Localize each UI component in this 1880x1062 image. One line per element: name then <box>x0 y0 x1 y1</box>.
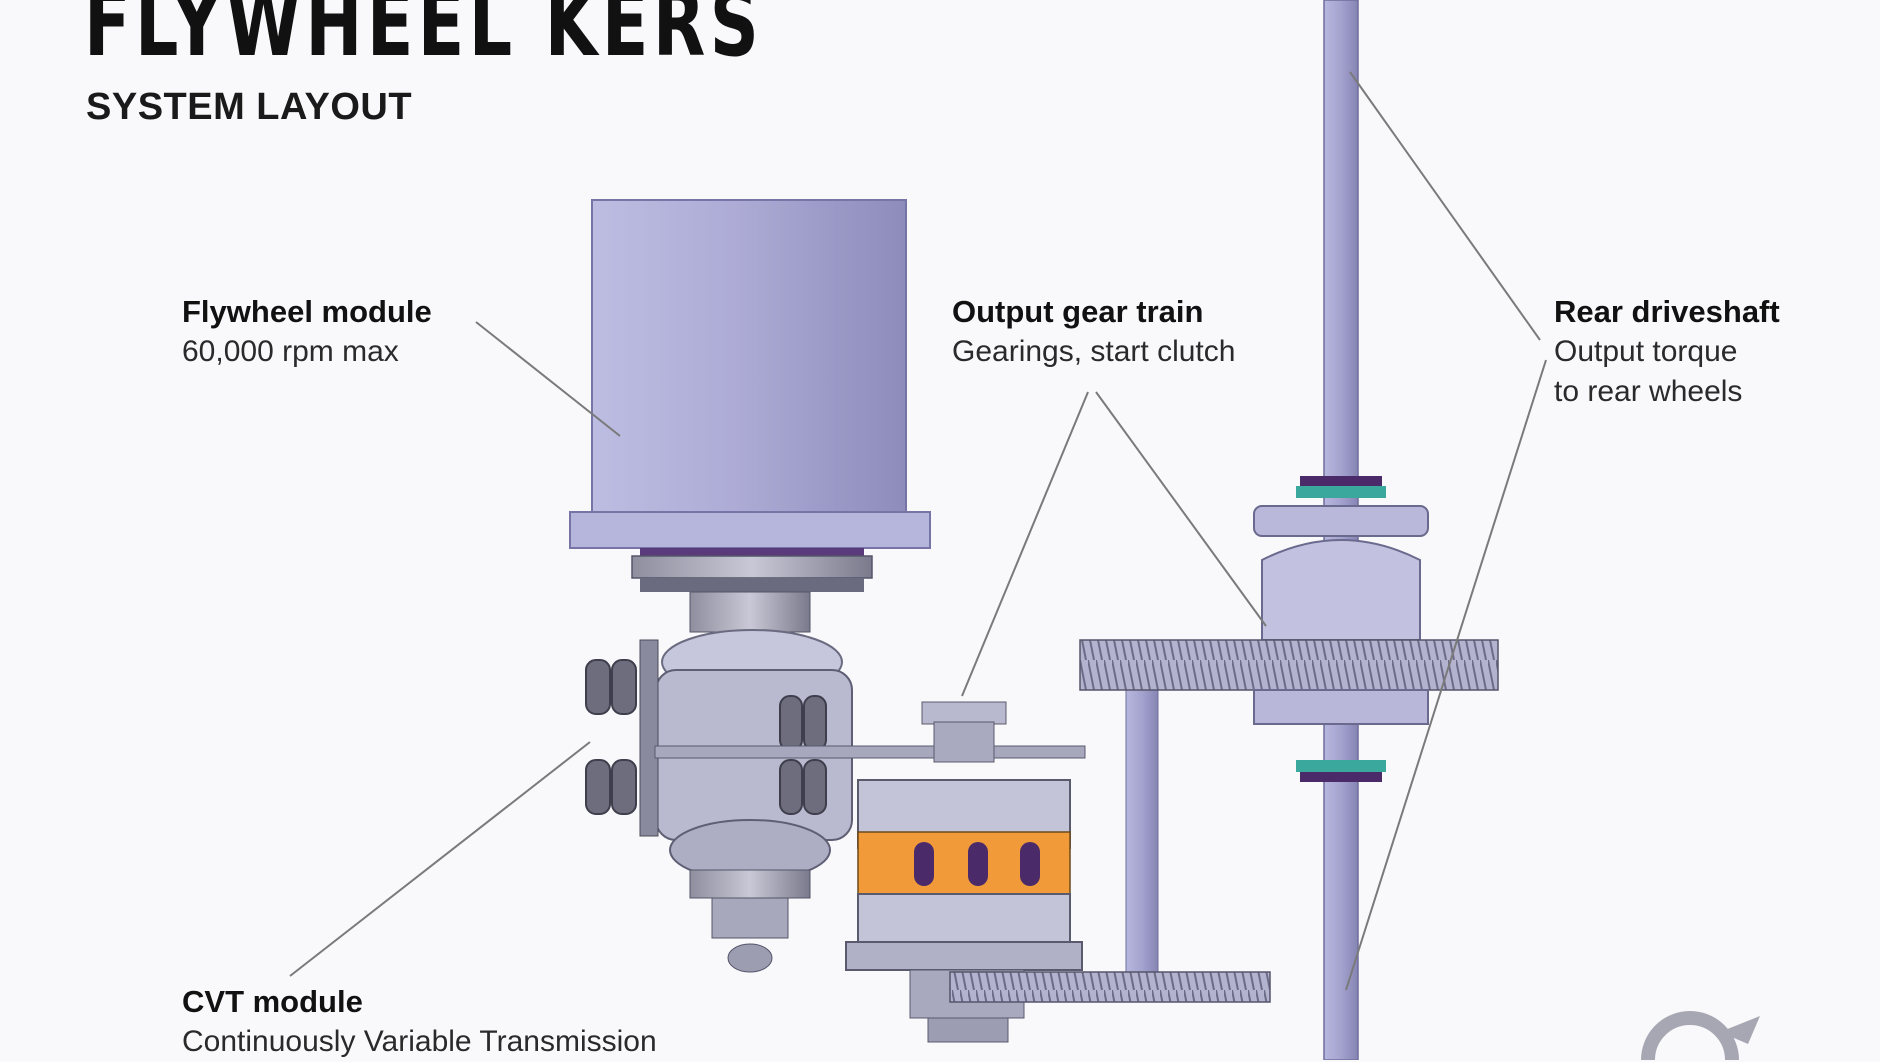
callout-heading: Rear driveshaft <box>1554 294 1780 329</box>
callout-heading: Flywheel module <box>182 294 432 329</box>
callout-output-gear-train: Output gear train Gearings, start clutch <box>952 292 1235 372</box>
driveshaft-gear-assembly <box>1079 476 1499 782</box>
cvt-leader <box>289 741 591 977</box>
callout-leader-lines <box>289 71 1547 991</box>
callout-detail: Continuously Variable Transmission <box>182 1025 657 1058</box>
driveshaft-leader-1 <box>1349 71 1541 341</box>
callout-flywheel-module: Flywheel module 60,000 rpm max <box>182 292 432 372</box>
gear-train-leader-2 <box>1095 391 1267 627</box>
volvo-logo-icon <box>1641 1011 1760 1060</box>
diagram-title: FLYWHEEL KERS <box>84 0 764 77</box>
driveshaft-leader-2 <box>1345 359 1547 991</box>
callout-detail-line2: to rear wheels <box>1554 375 1743 408</box>
diagram-subtitle: SYSTEM LAYOUT <box>86 86 413 128</box>
flywheel-leader <box>475 321 621 437</box>
callout-rear-driveshaft: Rear driveshaft Output torque to rear wh… <box>1554 292 1780 412</box>
callout-detail: Gearings, start clutch <box>952 335 1236 368</box>
callout-detail-line1: Output torque <box>1554 335 1738 368</box>
callout-heading: Output gear train <box>952 294 1204 329</box>
callout-cvt-module: CVT module Continuously Variable Transmi… <box>182 982 657 1062</box>
cvt-module <box>585 629 1086 973</box>
flywheel-module <box>569 199 931 633</box>
gear-train-leader-1 <box>961 391 1089 697</box>
output-gear-train <box>845 687 1271 1043</box>
callout-detail: 60,000 rpm max <box>182 335 399 368</box>
callout-heading: CVT module <box>182 984 363 1019</box>
